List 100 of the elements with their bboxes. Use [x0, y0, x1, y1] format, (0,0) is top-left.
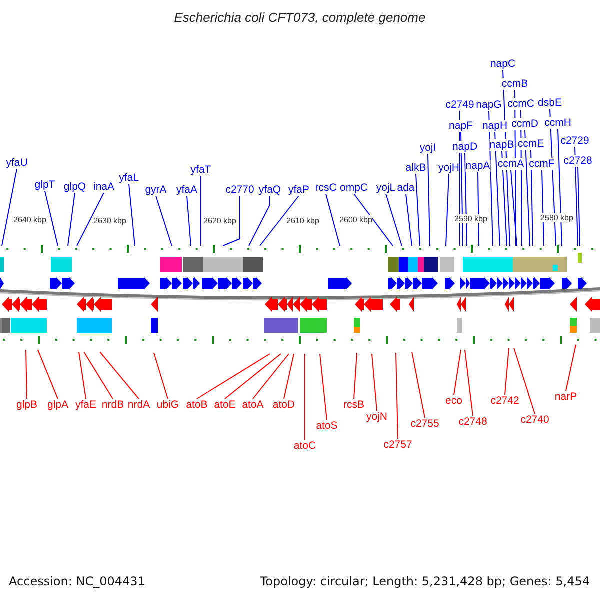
gene-label: alkB [406, 162, 426, 174]
gene-label: yfaE [76, 399, 96, 411]
leader-line [222, 196, 240, 246]
leader-line [558, 128, 562, 246]
scale-label: 2610 kbp [286, 216, 320, 226]
gene-label: ccmB [502, 78, 528, 90]
gene-label: ccmD [512, 118, 538, 130]
gene-label: ompC [340, 182, 368, 194]
scale-label: 2640 kbp [14, 216, 46, 224]
gene-label: napH [482, 120, 508, 132]
gene-label: napD [452, 141, 478, 153]
leader-line [542, 170, 544, 246]
leader-line [26, 350, 28, 400]
gene-label: c2755 [410, 418, 440, 430]
leader-line [44, 190, 58, 246]
leader-line [128, 184, 136, 246]
gene-label: glpB [16, 399, 38, 411]
gene-label: c2749 [446, 99, 474, 111]
gene-label: ubiG [156, 399, 180, 411]
gene-label: yojL [376, 182, 396, 194]
leader-line [446, 174, 450, 246]
gene-label: ccmF [529, 158, 555, 170]
leader-line [76, 192, 104, 246]
gene-label: inaA [94, 181, 114, 193]
leader-line [502, 150, 508, 246]
gene-label: atoC [294, 440, 316, 452]
gene-label: napA [466, 160, 490, 172]
gene-label: atoD [272, 399, 296, 411]
genome-summary-text: Topology: circular; Length: 5,231,428 bp; Genes: 5,454 [260, 576, 590, 588]
leader-line [428, 154, 430, 246]
leader-line [372, 354, 378, 412]
leader-line [574, 146, 578, 246]
gene-label: rcsB [344, 399, 364, 411]
gene-label: c2742 [490, 395, 520, 407]
gene-label: yfaL [119, 172, 139, 184]
gene-label: gyrA [145, 184, 167, 196]
gene-label: c2748 [458, 416, 488, 428]
gene-label: yojN [366, 411, 388, 423]
leader-line [530, 150, 534, 246]
leader-line [354, 194, 394, 246]
leader-line [84, 352, 114, 400]
leader-line [78, 352, 86, 400]
leader-line [464, 152, 468, 246]
leader-line [416, 174, 420, 246]
leader-line [284, 354, 294, 400]
gene-label: ccmE [518, 138, 544, 150]
scale-label: 2620 kbp [204, 216, 236, 226]
accession-text: Accession: NC_004431 [9, 576, 146, 588]
gene-label: napF [449, 120, 473, 132]
leader-line [464, 350, 474, 416]
gene-label: atoS [316, 420, 338, 432]
gene-label: yfaQ [258, 184, 282, 196]
gene-label: c2728 [564, 155, 592, 167]
gene-label: eco [446, 395, 462, 407]
gene-label: glpA [48, 399, 68, 411]
gene-label: atoA [242, 399, 264, 411]
leader-line [2, 168, 18, 246]
leader-line [510, 170, 518, 246]
scale-label: 2600 kbp [340, 216, 372, 224]
gene-label: c2740 [520, 414, 550, 426]
leader-line [154, 352, 168, 400]
leader-line [396, 352, 398, 440]
gene-label: yojI [420, 142, 436, 154]
gene-label: nrdA [128, 399, 150, 411]
leader-line [224, 354, 282, 400]
gene-label: yojH [438, 162, 460, 174]
gene-label: c2757 [384, 439, 412, 451]
leader-line [68, 192, 76, 246]
leader-line [156, 196, 172, 246]
gene-label: c2770 [226, 184, 254, 196]
gene-label: ccmA [498, 158, 524, 170]
gene-label: atoE [214, 399, 236, 411]
gene-label: yfaP [288, 184, 310, 196]
leader-line [354, 352, 358, 400]
scale-label: 2580 kbp [540, 214, 574, 222]
leader-line [100, 352, 140, 400]
gene-label: ccmH [544, 117, 572, 129]
gene-label: ada [397, 182, 415, 194]
gene-label: c2729 [560, 135, 590, 147]
gene-label: rcsC [315, 182, 337, 194]
gene-label: yfaT [190, 164, 212, 176]
leader-line [38, 350, 58, 400]
leader-line [260, 196, 300, 246]
gene-label: atoB [186, 399, 208, 411]
gene-label: yfaU [6, 157, 28, 169]
leader-line [304, 354, 306, 440]
scale-label: 2630 kbp [94, 216, 126, 226]
leader-line [196, 354, 270, 400]
gene-label: nrdB [102, 399, 124, 411]
gene-label: napC [490, 58, 516, 70]
gene-label: narP [554, 391, 578, 403]
leader-line [478, 172, 480, 246]
leader-line [386, 194, 402, 246]
gene-label: yfaA [176, 184, 198, 196]
leader-line [454, 350, 462, 396]
leader-line [412, 352, 426, 418]
leader-line [200, 176, 202, 246]
gene-label: napB [490, 139, 514, 151]
leader-line [326, 194, 340, 246]
gene-label: glpQ [64, 181, 86, 193]
